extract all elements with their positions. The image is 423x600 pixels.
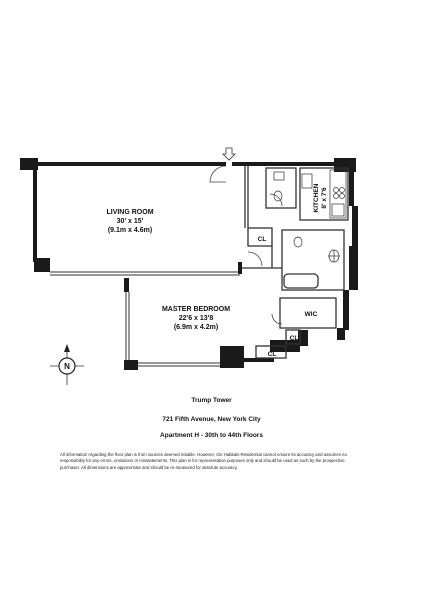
wall-right-lower xyxy=(352,206,358,246)
closet-label-bedroom-1: CL xyxy=(290,335,299,342)
building-name: Trump Tower xyxy=(191,397,232,404)
bathtub xyxy=(283,273,319,289)
powder-sink-icon xyxy=(273,171,285,181)
corner-column-bottom-mid xyxy=(220,346,244,368)
closet-label-bedroom-2: CL xyxy=(268,351,277,358)
powder-toilet-icon xyxy=(273,190,283,202)
north-compass-icon: N xyxy=(50,344,84,385)
corner-column-bottom-left xyxy=(124,360,138,370)
entry-arrow-icon xyxy=(222,147,236,161)
wall-right-bedroom xyxy=(343,290,349,330)
bedroom-door-swing xyxy=(247,251,263,267)
fixtures xyxy=(273,169,347,263)
master-bedroom-dim-m: (6.9m x 4.2m) xyxy=(174,324,218,331)
door-swings xyxy=(209,165,283,325)
room-labels: LIVING ROOM 30' x 15' (9.1m x 4.6m) MAST… xyxy=(106,183,328,358)
bathroom xyxy=(281,229,345,291)
corner-column-left xyxy=(34,258,50,272)
building-address: 721 Fifth Avenue, New York City xyxy=(162,416,261,423)
wall-top-living xyxy=(36,162,226,166)
wall-left-bedroom xyxy=(124,278,129,292)
disclaimer-text: All information regarding the floor plan… xyxy=(60,452,347,470)
exterior-walls xyxy=(20,158,358,370)
kitchen-area xyxy=(299,167,349,221)
living-room-dim-ft: 30' x 15' xyxy=(117,218,144,225)
interior-walls xyxy=(242,166,349,359)
wic-label: WIC xyxy=(305,311,318,318)
closet-label-living: CL xyxy=(258,236,267,243)
wall-top-kitchen xyxy=(232,162,350,166)
master-bedroom-name: MASTER BEDROOM xyxy=(162,306,230,313)
kitchen-name: KITCHEN xyxy=(313,183,320,212)
wall-left-living xyxy=(33,166,37,262)
master-bedroom-dim-ft: 22'6 x 13'8 xyxy=(179,315,214,322)
closet-living xyxy=(247,227,273,247)
entry-door-swing xyxy=(209,165,227,183)
fridge-icon xyxy=(331,203,345,217)
closet-bedroom-2 xyxy=(255,345,287,359)
living-room-dim-m: (9.1m x 4.6m) xyxy=(108,227,152,234)
closet-bedroom-1 xyxy=(285,329,301,345)
wall-partition-living-bedroom xyxy=(238,262,242,274)
compass-letter: N xyxy=(64,362,70,371)
walk-in-closet xyxy=(279,297,337,329)
apartment-unit: Apartment H - 30th to 44th Floors xyxy=(160,432,263,439)
kitchen-counter xyxy=(329,169,347,219)
kitchen-dim: 8' x 7'6 xyxy=(321,187,328,209)
bath-door-swing xyxy=(269,193,283,207)
wic-door-swing xyxy=(271,313,283,325)
bath-toilet-icon xyxy=(293,236,303,248)
powder-room xyxy=(265,167,297,209)
wall-right xyxy=(349,166,354,206)
living-room-name: LIVING ROOM xyxy=(106,209,153,216)
stove-burner-icon xyxy=(333,187,339,193)
